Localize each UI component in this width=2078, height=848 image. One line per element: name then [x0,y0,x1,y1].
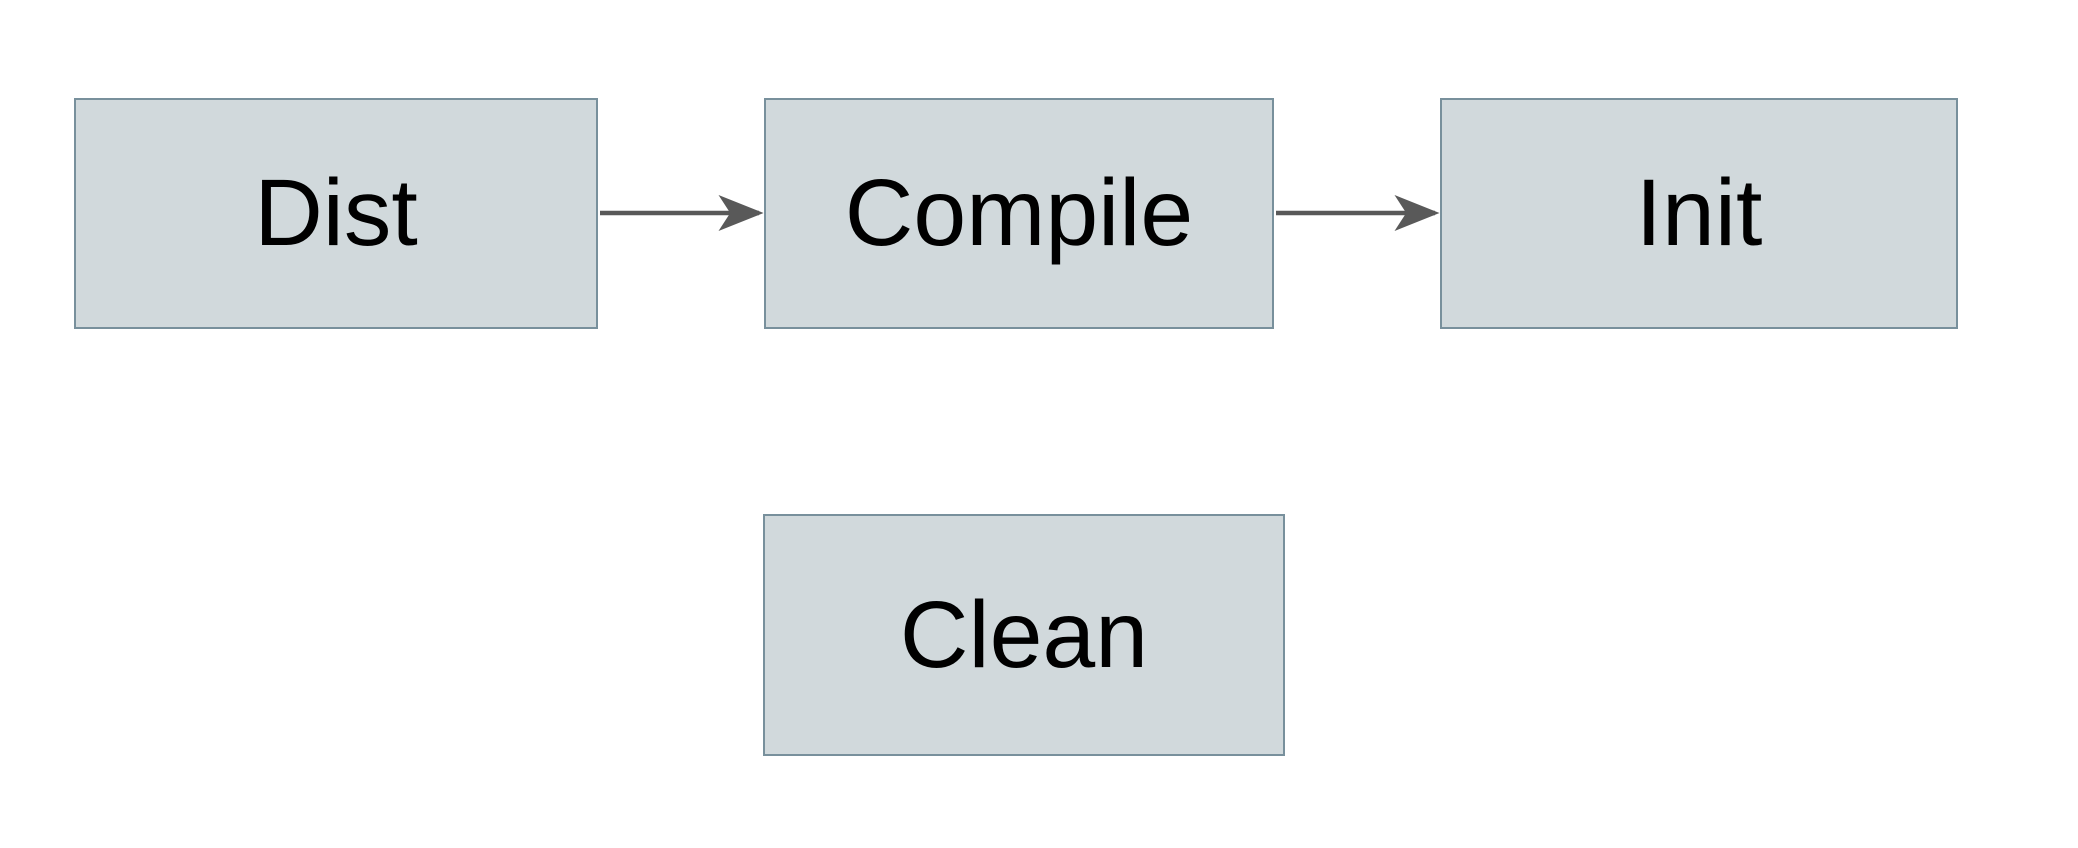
node-clean-label: Clean [899,581,1149,688]
node-init: Init [1440,98,1958,329]
node-init-label: Init [1635,160,1763,266]
node-clean: Clean [763,514,1285,756]
node-compile: Compile [764,98,1274,329]
node-compile-label: Compile [844,160,1194,266]
node-dist: Dist [74,98,598,329]
node-dist-label: Dist [254,160,418,266]
